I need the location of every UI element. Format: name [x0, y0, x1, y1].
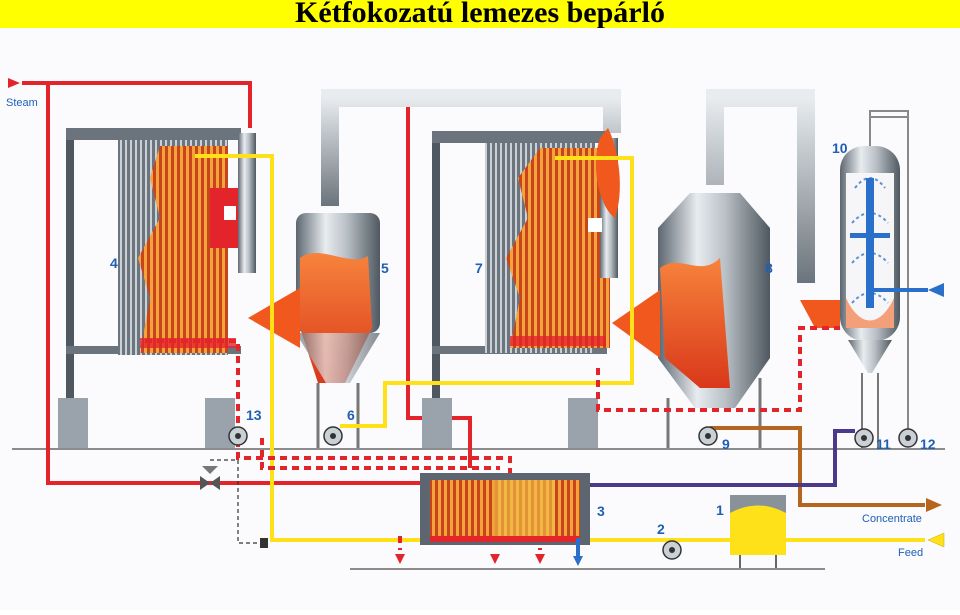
control-valve-icon — [200, 466, 220, 490]
process-diagram: Steam Concentrate Feed 1 2 3 4 5 6 7 8 9… — [0, 28, 960, 610]
pump-icon — [228, 426, 248, 446]
control-signal-line — [210, 459, 262, 544]
pump-icon — [898, 428, 918, 448]
pump-icon — [662, 540, 682, 560]
label-number-13: 13 — [246, 407, 262, 423]
concentrate-line — [710, 426, 925, 507]
pump-icon — [854, 428, 874, 448]
label-steam: Steam — [6, 97, 38, 109]
label-number-8: 8 — [765, 260, 773, 276]
concentrate-outlet-arrow-icon — [926, 498, 942, 512]
label-number-4: 4 — [110, 255, 118, 271]
separator-stage-2 — [612, 89, 815, 448]
sensor-icon — [260, 538, 268, 548]
plate-evaporator-stage-2 — [422, 128, 620, 448]
label-number-12: 12 — [920, 436, 936, 452]
pump-icon — [323, 426, 343, 446]
plate-evaporator-stage-1 — [58, 128, 256, 448]
cooling-water-inlet-arrow-icon — [928, 283, 944, 297]
label-number-1: 1 — [716, 502, 724, 518]
label-number-3: 3 — [597, 503, 605, 519]
feed-balance-tank — [730, 495, 786, 568]
label-number-10: 10 — [832, 140, 848, 156]
drain-arrow-icon — [573, 556, 583, 566]
label-number-11: 11 — [876, 436, 891, 452]
label-feed: Feed — [898, 547, 923, 559]
label-number-9: 9 — [722, 436, 730, 452]
label-number-5: 5 — [381, 260, 389, 276]
page-title: Kétfokozatú lemezes bepárló — [295, 0, 665, 29]
label-number-2: 2 — [657, 521, 665, 537]
water-return-line — [590, 429, 855, 487]
drain-arrow-icon — [535, 554, 545, 564]
drain-arrow-icon — [395, 554, 405, 564]
drain-arrow-icon — [490, 554, 500, 564]
steam-inlet-arrow-icon — [8, 78, 20, 88]
condenser — [800, 110, 909, 448]
label-number-6: 6 — [347, 407, 355, 423]
label-number-7: 7 — [475, 260, 483, 276]
pump-icon — [698, 426, 718, 446]
label-concentrate: Concentrate — [862, 513, 922, 525]
feed-inlet-arrow-icon — [927, 532, 945, 548]
plate-heat-exchanger — [395, 473, 590, 566]
title-bar: Kétfokozatú lemezes bepárló — [0, 0, 960, 29]
